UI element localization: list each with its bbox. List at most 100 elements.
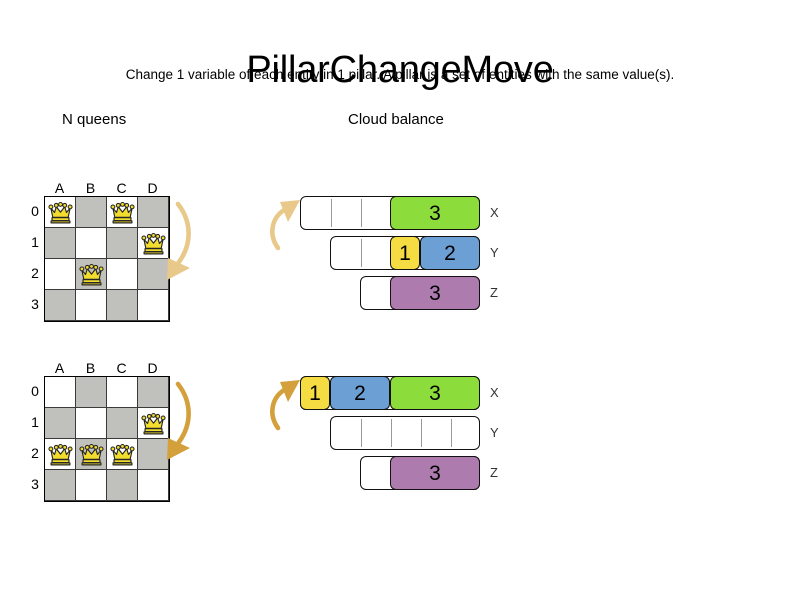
cell-gridline [107,290,138,321]
queen-icon[interactable] [109,442,136,467]
column-label-d: D [147,180,158,196]
column-label-a: A [54,360,65,376]
board-cell-b3[interactable] [76,290,107,321]
row-label-2: 2 [31,445,39,461]
cloud-computer-row-y: Y [296,416,510,450]
row-label-3: 3 [31,476,39,492]
row-label-1: 1 [31,234,39,250]
computer-label-x: X [490,385,499,400]
row-label-0: 0 [31,203,39,219]
queen-icon[interactable] [140,231,167,256]
process-block[interactable]: 2 [330,376,390,410]
cell-gridline [76,408,107,439]
cell-gridline [76,197,107,228]
column-label-c: C [116,180,127,196]
cell-gridline [107,470,138,501]
process-block[interactable]: 1 [300,376,330,410]
process-value: 2 [444,241,456,265]
queen-icon[interactable] [140,411,167,436]
computer-label-y: Y [490,245,499,260]
cell-gridline [76,290,107,321]
process-value: 3 [429,201,441,225]
process-block[interactable]: 2 [420,236,480,270]
board-cell-a2[interactable] [45,259,76,290]
queen-icon[interactable] [78,442,105,467]
cell-gridline [76,228,107,259]
cell-gridline [107,408,138,439]
computer-label-z: Z [490,465,498,480]
cell-gridline [107,259,138,290]
capacity-unit-divider [361,199,362,227]
board-cell-b1[interactable] [76,408,107,439]
board-cell-c2[interactable] [107,259,138,290]
cell-gridline [76,470,107,501]
column-label-c: C [116,360,127,376]
section-heading-nqueens: N queens [62,111,127,128]
board-cell-c3[interactable] [107,290,138,321]
board-cell-b0[interactable] [76,377,107,408]
capacity-unit-divider [361,419,362,447]
board-cell-a0[interactable] [45,197,76,228]
board-cell-c1[interactable] [107,408,138,439]
board-cell-d1[interactable] [138,408,169,439]
row-label-0: 0 [31,383,39,399]
board-cell-d3[interactable] [138,470,169,501]
board-cell-c3[interactable] [107,470,138,501]
cell-gridline [45,377,76,408]
column-label-a: A [54,180,65,196]
queen-icon[interactable] [47,200,74,225]
board-cell-b1[interactable] [76,228,107,259]
cell-gridline [76,377,107,408]
board-cell-b2[interactable] [76,259,107,290]
board-cell-b0[interactable] [76,197,107,228]
process-block[interactable]: 3 [390,276,480,310]
board-cell-c0[interactable] [107,197,138,228]
process-block[interactable]: 1 [390,236,420,270]
board-cell-a1[interactable] [45,228,76,259]
cell-gridline [45,470,76,501]
chess-board [44,376,170,502]
page-subtitle: Change 1 variable of each entity in 1 pi… [125,67,675,82]
computer-label-z: Z [490,285,498,300]
board-cell-b3[interactable] [76,470,107,501]
board-cell-a2[interactable] [45,439,76,470]
board-cell-c1[interactable] [107,228,138,259]
board-cell-d0[interactable] [138,377,169,408]
board-cell-a3[interactable] [45,470,76,501]
capacity-unit-divider [391,419,392,447]
column-label-b: B [85,360,96,376]
queens-after-arrow-icon [167,381,191,460]
board-cell-d1[interactable] [138,228,169,259]
board-cell-c0[interactable] [107,377,138,408]
cell-gridline [45,228,76,259]
board-cell-c2[interactable] [107,439,138,470]
board-cell-b2[interactable] [76,439,107,470]
row-label-3: 3 [31,296,39,312]
queens-before-arrow-icon [167,201,191,280]
process-block[interactable]: 3 [390,376,480,410]
computer-capacity-bar[interactable] [330,416,480,450]
queen-icon[interactable] [78,262,105,287]
process-block[interactable]: 3 [390,456,480,490]
queen-icon[interactable] [109,200,136,225]
queen-icon[interactable] [47,442,74,467]
cell-gridline [45,259,76,290]
process-block[interactable]: 3 [390,196,480,230]
board-cell-d3[interactable] [138,290,169,321]
board-cell-d2[interactable] [138,439,169,470]
cell-gridline [45,408,76,439]
board-cell-a0[interactable] [45,377,76,408]
cloud-before-arrow-icon [270,200,300,251]
board-cell-a3[interactable] [45,290,76,321]
cell-gridline [138,290,169,321]
cloud-after-arrow-icon [270,380,300,431]
cell-gridline [138,470,169,501]
board-cell-a1[interactable] [45,408,76,439]
